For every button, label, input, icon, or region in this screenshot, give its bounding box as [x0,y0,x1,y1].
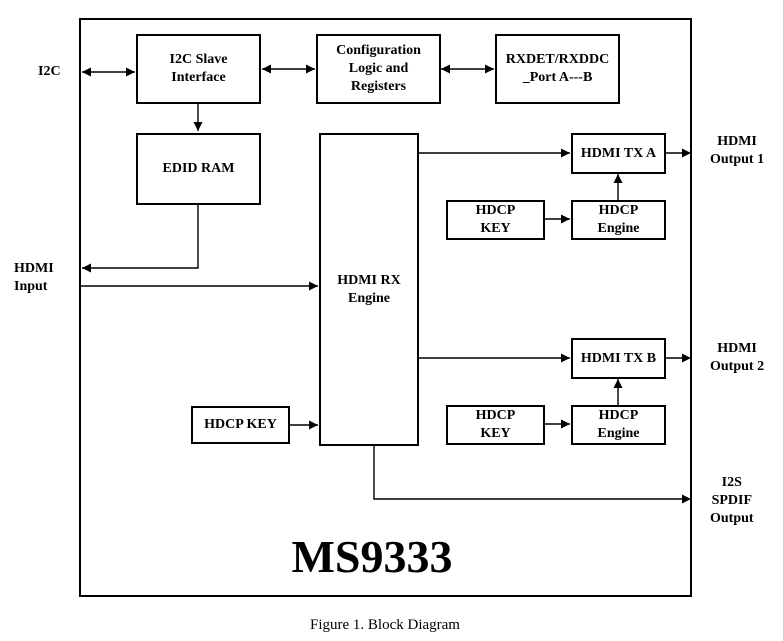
hdmi-output-2-label: HDMI Output 2 [710,341,765,374]
hdcp-engine-b-block: HDCP Engine [571,405,666,445]
hdmi-input-label: HDMI Input [14,261,54,294]
chip-boundary [79,18,692,597]
rxdet-rxddc-block: RXDET/RXDDC _Port A---B [495,34,620,104]
chip-name: MS9333 [291,531,453,582]
i2c-port-label: I2C [38,64,61,79]
wire-rx-to-audio [373,446,691,504]
hdcp-engine-a-block: HDCP Engine [571,200,666,240]
edid-ram-block: EDID RAM [136,133,261,205]
hdmi-output-1-label: HDMI Output 1 [710,134,765,167]
hdmi-tx-b-block: HDMI TX B [571,338,666,379]
i2c-slave-interface-block: I2C Slave Interface [136,34,261,104]
hdcp-key-rx-block: HDCP KEY [191,406,290,444]
audio-output-label: I2S SPDIF Output [710,475,754,526]
wire-edid-to-input [82,205,199,273]
configuration-logic-block: Configuration Logic and Registers [316,34,441,104]
hdmi-tx-a-block: HDMI TX A [571,133,666,174]
hdcp-key-b-block: HDCP KEY [446,405,545,445]
figure-caption: Figure 1. Block Diagram [310,617,460,633]
hdmi-rx-engine-block: HDMI RX Engine [319,133,419,446]
hdcp-key-a-block: HDCP KEY [446,200,545,240]
